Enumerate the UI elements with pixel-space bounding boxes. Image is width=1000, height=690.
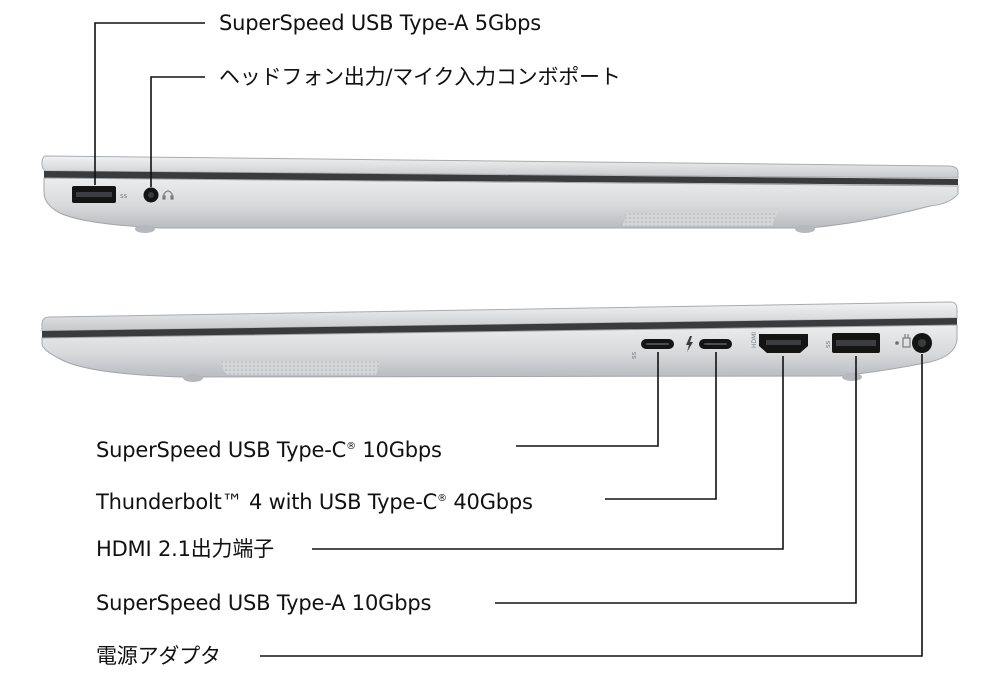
foot-left-2 [795,225,815,233]
leader-usb-c-10 [516,352,659,447]
ss-usb-icon-left: ss [120,192,128,200]
power-led [895,341,899,345]
label-hdmi-text: HDMI 2.1出力端子 [96,537,274,561]
label-thunderbolt-4-main: Thunderbolt™ 4 with USB Type-C [96,490,438,514]
seam-left [44,171,958,185]
label-usb-a-10gbps-text: SuperSpeed USB Type-A 10Gbps [96,591,432,615]
label-usb-c-10gbps-main: SuperSpeed USB Type-C [96,438,347,462]
vent-right [220,361,380,375]
label-thunderbolt-4: Thunderbolt™ 4 with USB Type-C® 40Gbps [96,487,533,514]
leader-hdmi [312,356,784,550]
label-power-adapter-text: 電源アダプタ [96,644,221,668]
foot-left-1 [135,225,155,233]
label-usb-a-5gbps: SuperSpeed USB Type-A 5Gbps [219,11,541,35]
leader-usb-a-10 [495,356,857,604]
leader-usb-a-5 [94,22,205,185]
power-plug-icon [902,334,911,348]
registered-mark: ® [346,441,356,452]
registered-mark: ® [437,493,447,504]
leader-lines [94,22,923,657]
seam-right [42,318,957,338]
leader-tb4 [605,352,717,500]
label-audio-combo-text: ヘッドフォン出力/マイク入力コンボポート [219,65,621,89]
right-side-view: ss HDMI ss [41,301,958,382]
label-power-adapter: 電源アダプタ [96,644,221,668]
thunderbolt-icon [686,336,693,352]
left-side-view: ss [41,155,959,233]
hdmi-icon: HDMI [751,332,758,348]
leader-power [260,354,923,657]
leader-audio [150,76,205,187]
foot-right-1 [183,374,203,382]
ss-usb-c-icon: ss [630,351,638,359]
foot-right-2 [842,373,862,381]
vent-left [622,211,778,226]
label-usb-a-5gbps-text: SuperSpeed USB Type-A 5Gbps [219,11,542,35]
label-hdmi: HDMI 2.1出力端子 [96,537,274,561]
lid-left [41,155,959,179]
label-usb-a-10gbps: SuperSpeed USB Type-A 10Gbps [96,591,431,615]
label-usb-c-10gbps: SuperSpeed USB Type-C® 10Gbps [96,435,442,462]
ss-usb-a-icon: ss [824,340,832,348]
label-thunderbolt-4-tail: 40Gbps [446,490,533,514]
label-audio-combo: ヘッドフォン出力/マイク入力コンボポート [219,65,621,89]
headphone-icon [162,190,174,200]
base-left [43,177,959,229]
label-usb-c-10gbps-tail: 10Gbps [355,438,442,462]
